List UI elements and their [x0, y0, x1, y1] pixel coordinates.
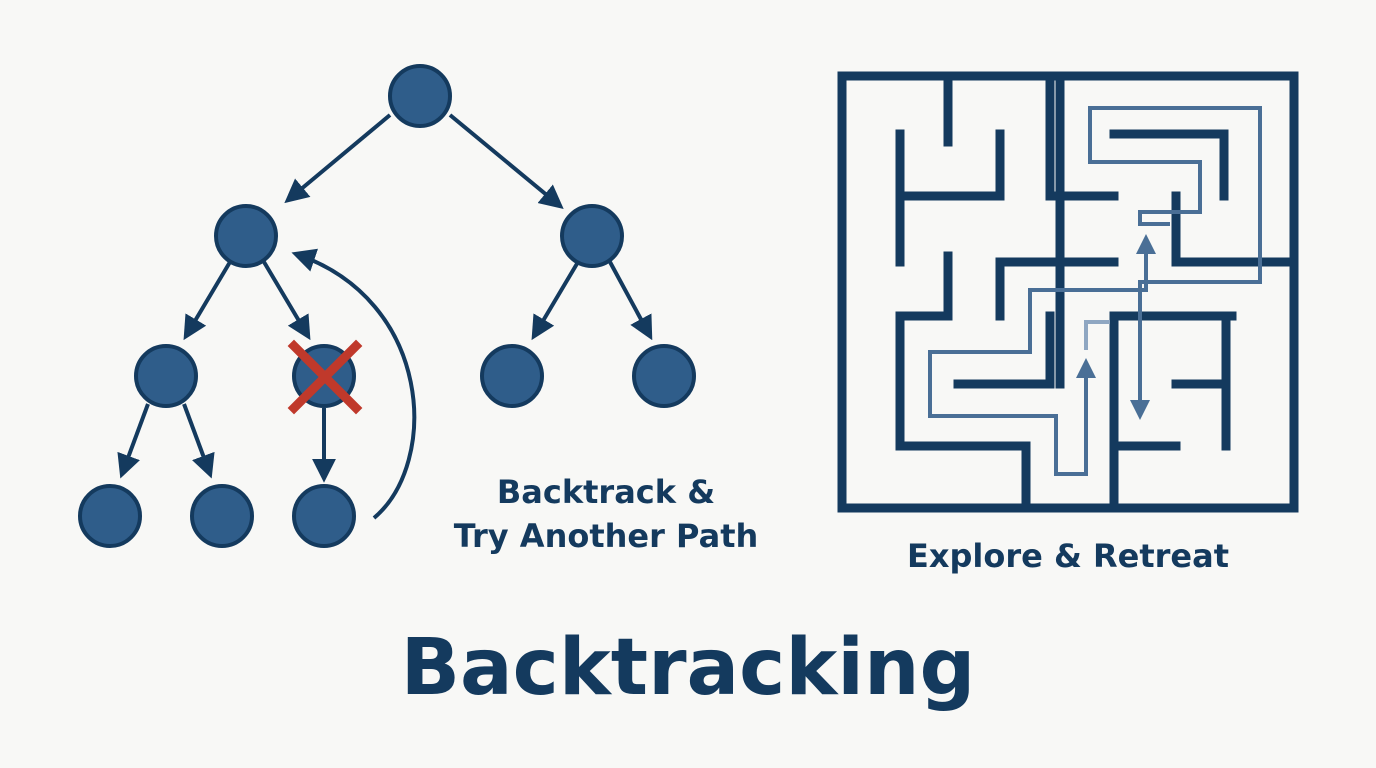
page-title: Backtracking	[400, 623, 976, 713]
tree-node	[632, 344, 696, 408]
edge-b-e	[531, 260, 580, 341]
tree-node	[134, 344, 198, 408]
cross-mark-icon	[287, 339, 363, 415]
explore-path-faded	[1084, 320, 1110, 350]
tree-node	[560, 204, 624, 268]
tree-caption-line2: Try Another Path	[453, 517, 759, 555]
tree-node	[480, 344, 544, 408]
edge-c-h	[182, 403, 215, 479]
edge-root-left	[284, 113, 392, 204]
maze-caption: Explore & Retreat	[906, 537, 1230, 575]
curved-return-arrow-icon	[291, 248, 417, 520]
edge-a-c	[183, 260, 232, 341]
edge-c-g	[117, 403, 150, 479]
explore-path-light	[1088, 106, 1262, 226]
tree-node	[214, 204, 278, 268]
maze-walls	[895, 75, 1295, 509]
tree-node	[78, 484, 142, 548]
maze-border	[837, 71, 1299, 513]
tree-edges	[117, 113, 653, 483]
maze	[837, 71, 1299, 513]
edge-b-f	[608, 261, 653, 341]
retreat-path	[1130, 222, 1262, 420]
tree-node	[190, 484, 254, 548]
edge-a-d	[262, 260, 311, 341]
maze-explore-path	[928, 106, 1262, 476]
edge-root-right	[448, 113, 564, 210]
tree-node-root	[388, 64, 452, 128]
tree-caption-line1: Backtrack &	[496, 473, 716, 511]
tree-caption: Backtrack & Try Another Path	[400, 470, 812, 558]
search-tree	[78, 64, 696, 548]
tree-node	[292, 484, 356, 548]
explore-path-main	[928, 262, 1148, 476]
